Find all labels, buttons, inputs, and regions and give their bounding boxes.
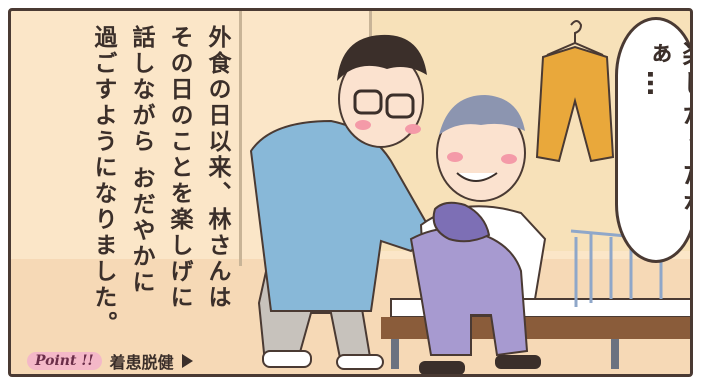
point-text: 着患脱健 <box>109 353 174 372</box>
comic-panel: 外食の日以来、林さんは その日のことを楽しげに 話しながら おだやかに 過ごすよ… <box>8 8 693 377</box>
speech-text: 楽しかったなぁ… <box>641 40 693 220</box>
elder-figure <box>409 95 547 374</box>
hanging-jacket <box>535 20 615 163</box>
door-frame-line <box>239 11 242 266</box>
narration-line: 過ごすようになりました。 <box>90 25 116 337</box>
speech-bubble: 楽しかったなぁ… <box>615 17 693 263</box>
point-badge: Point !! <box>27 352 102 370</box>
arrow-right-icon <box>181 354 193 368</box>
illustration <box>249 20 690 374</box>
narration-line: 話しながら おだやかに <box>128 25 154 297</box>
caregiver-figure <box>249 34 433 370</box>
point-tip: Point !! 着患脱健 <box>27 349 253 373</box>
narration-line: 外食の日以来、林さんは <box>204 25 230 311</box>
narration-line: その日のことを楽しげに <box>166 25 192 311</box>
narration-text-block: 外食の日以来、林さんは その日のことを楽しげに 話しながら おだやかに 過ごすよ… <box>29 25 234 343</box>
